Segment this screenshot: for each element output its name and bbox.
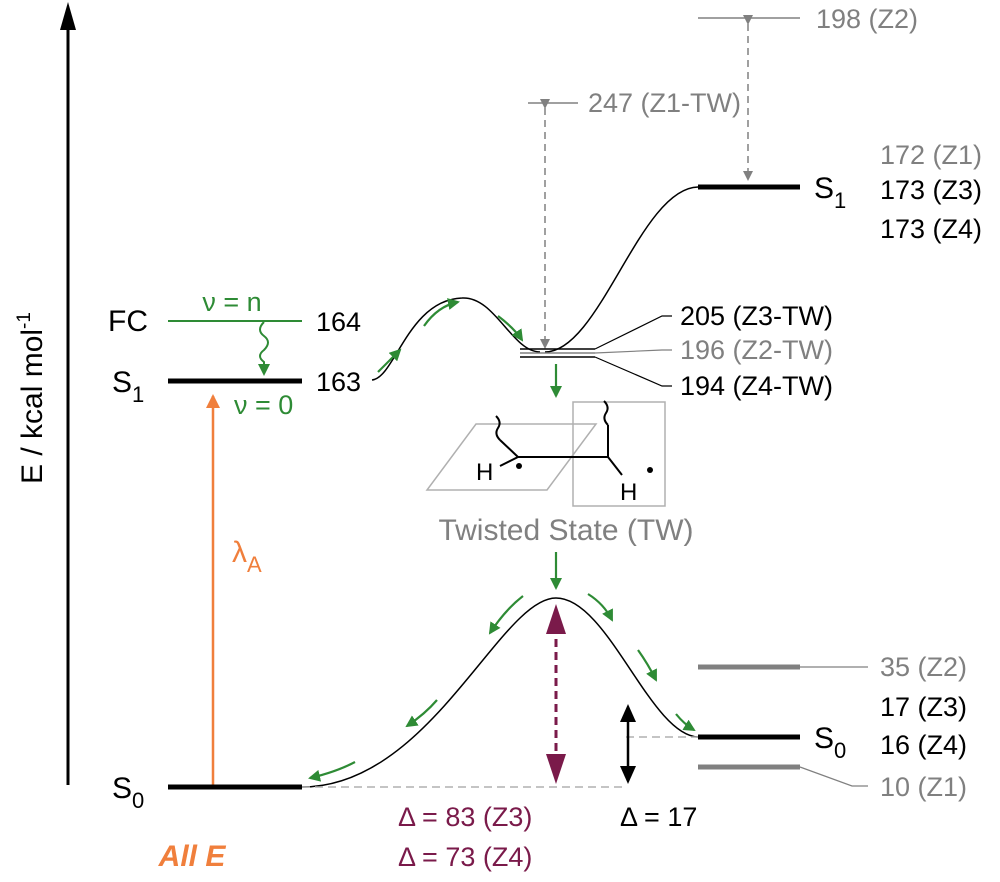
small-delta-up-icon <box>620 704 636 722</box>
tw-value-z4: 194 (Z4-TW) <box>680 371 833 401</box>
s0-right-value-z2: 35 (Z2) <box>880 652 967 682</box>
s1-right-value-z1: 172 (Z1) <box>880 140 982 170</box>
tw-leader-2 <box>594 349 672 354</box>
s0-label-left: S0 <box>112 772 144 813</box>
fc-label: FC <box>108 305 148 338</box>
vibrational-relaxation-arrow <box>258 321 270 376</box>
s0-right-value-z3: 17 (Z3) <box>880 692 967 722</box>
s1-nu-label: ν = 0 <box>234 390 293 420</box>
s1-right-value-z3: 173 (Z3) <box>880 175 982 205</box>
twisted-molecule: H H <box>425 400 666 507</box>
isomer-label: All E <box>158 840 227 873</box>
tw-value-z3: 205 (Z3-TW) <box>680 301 833 331</box>
green-arrow-2 <box>423 298 460 327</box>
s1-pes-curve-right <box>544 186 699 353</box>
green-arrow-3 <box>497 315 524 342</box>
s0-right-value-z4: 16 (Z4) <box>880 730 967 760</box>
green-arrow-s0-l1 <box>488 595 524 635</box>
z1-leader <box>799 766 868 787</box>
tw-leader-1 <box>594 315 672 350</box>
barrier-delta-z3: Δ = 83 (Z3) <box>398 802 532 832</box>
h-right-label: H <box>620 479 637 506</box>
h-left-label: H <box>476 459 493 486</box>
s1-right-value-z4: 173 (Z4) <box>880 214 982 244</box>
green-arrow-s0-r3 <box>675 713 696 732</box>
barrier-delta-z4: Δ = 73 (Z4) <box>398 842 532 872</box>
green-arrow-s0-r2 <box>637 649 657 682</box>
s0-right-value-z1: 10 (Z1) <box>880 772 967 802</box>
s1-pes-curve-left <box>371 297 541 381</box>
fc-nu-label: ν = n <box>202 287 261 317</box>
green-arrow-s0-r1 <box>587 593 613 622</box>
green-arrow-s0-l2 <box>405 699 438 728</box>
axis-title: E / kcal mol-1 <box>14 312 49 484</box>
small-delta-down-icon <box>620 766 636 784</box>
s1-value-left: 163 <box>316 367 361 397</box>
barrier-arrow-down-icon <box>546 754 566 784</box>
s1-label-left: S1 <box>112 366 144 407</box>
z2-top-value: 198 (Z2) <box>816 4 918 34</box>
energy-axis-arrow-icon <box>60 2 76 30</box>
z1tw-value: 247 (Z1-TW) <box>588 88 741 118</box>
s0-pes-curve <box>301 597 699 788</box>
excitation-label: λA <box>232 536 262 577</box>
green-arrow-s0-l3 <box>308 761 356 782</box>
s0-label-right: S0 <box>814 722 846 763</box>
small-delta-label: Δ = 17 <box>620 802 697 832</box>
fc-value: 164 <box>316 307 361 337</box>
barrier-arrow-up-icon <box>546 604 566 634</box>
tw-leader-3 <box>594 356 672 387</box>
s1-label-right: S1 <box>814 172 846 213</box>
twisted-state-label: Twisted State (TW) <box>438 514 693 547</box>
tw-value-z2: 196 (Z2-TW) <box>680 335 833 365</box>
green-arrow-1 <box>377 348 402 373</box>
